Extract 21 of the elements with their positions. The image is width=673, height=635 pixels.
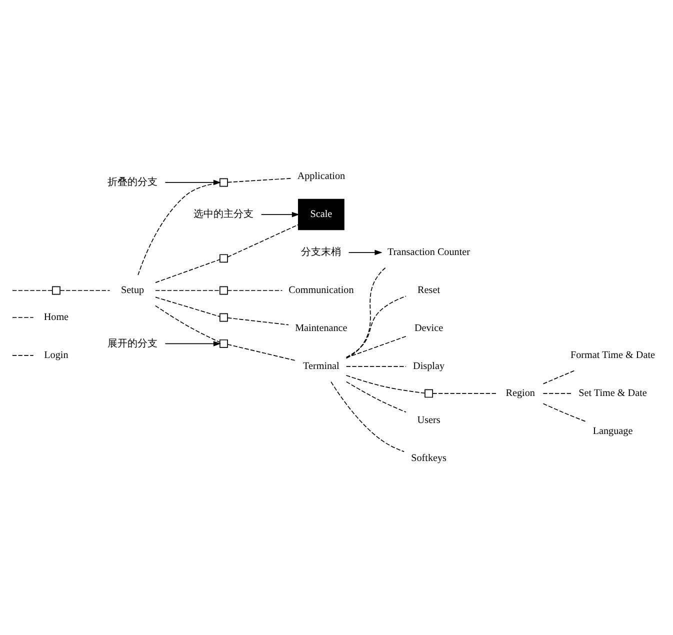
node-text: Device — [414, 323, 444, 334]
node-text: 展开的分支 — [108, 338, 158, 350]
node-text: Reset — [418, 285, 440, 296]
node-text: Login — [44, 350, 68, 362]
node-text: Communication — [288, 285, 354, 296]
node-text: Users — [417, 415, 440, 426]
node-text: Region — [506, 388, 535, 400]
node-text: 选中的主分支 — [194, 209, 254, 220]
node-text: Maintenance — [295, 323, 348, 334]
node-text: Set Time & Date — [578, 388, 647, 400]
node-text: Softkeys — [411, 453, 446, 464]
node-text: Language — [592, 426, 633, 438]
node-text: Application — [297, 171, 346, 182]
node-text: Format Time & Date — [570, 350, 656, 362]
node-text: 折叠的分支 — [108, 177, 158, 188]
node-text: Home — [44, 312, 69, 324]
node-text: Setup — [121, 285, 144, 296]
node-text: Transaction Counter — [388, 247, 470, 258]
node-text: 分支末梢 — [301, 247, 342, 258]
node-text: Display — [413, 361, 445, 372]
node-text: Terminal — [303, 361, 340, 372]
